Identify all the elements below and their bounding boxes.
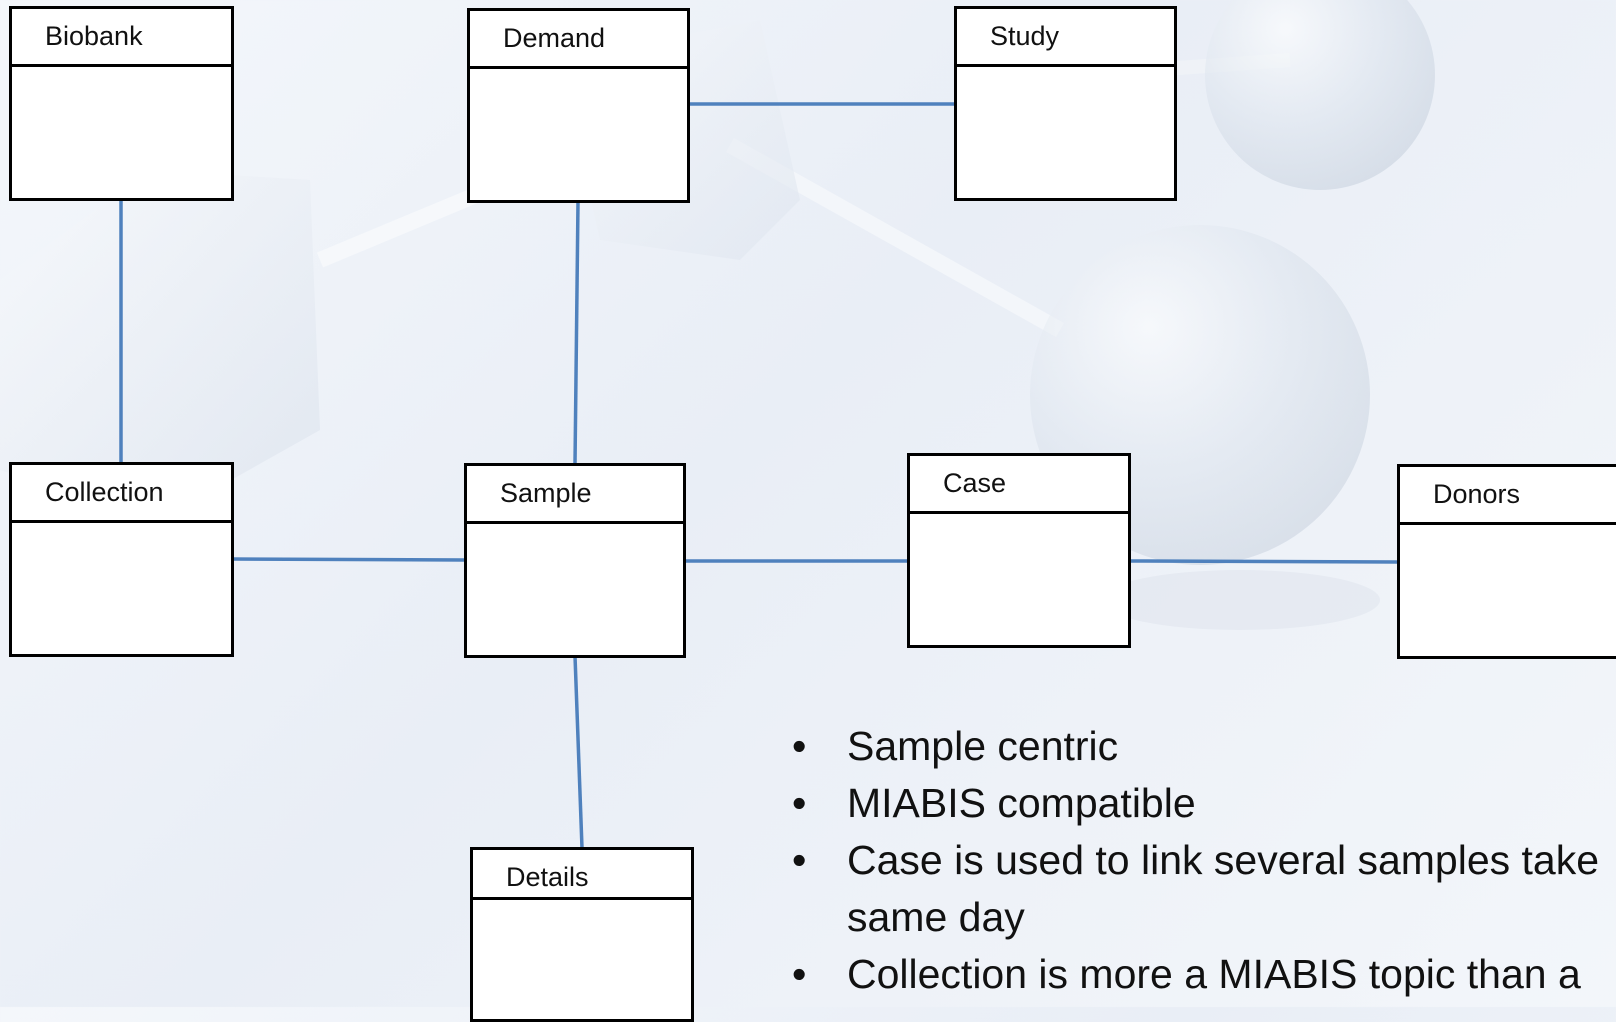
entity-donors-title: Donors xyxy=(1400,467,1616,525)
edge-collection-sample xyxy=(230,557,466,562)
entity-biobank-title: Biobank xyxy=(12,9,231,67)
edge-sample-details xyxy=(573,655,584,849)
entity-study[interactable]: Study xyxy=(954,6,1177,201)
bullet-icon: • xyxy=(792,723,807,769)
entity-biobank[interactable]: Biobank xyxy=(9,6,234,201)
edge-demand-sample xyxy=(573,201,580,465)
entity-sample[interactable]: Sample xyxy=(464,463,686,658)
entity-demand[interactable]: Demand xyxy=(467,8,690,203)
notes-list: •Sample centric •MIABIS compatible •Case… xyxy=(792,718,1616,1007)
entity-details-title: Details xyxy=(473,850,691,900)
note-item-continuation: same day xyxy=(847,894,1025,940)
note-item: •MIABIS compatible xyxy=(792,775,1616,832)
note-item: •Collection is more a MIABIS topic than … xyxy=(792,946,1616,1003)
note-item: •Case is used to link several samples ta… xyxy=(792,832,1616,889)
entity-case-title: Case xyxy=(910,456,1128,514)
entity-collection-title: Collection xyxy=(12,465,231,523)
edge-case-donors xyxy=(1129,559,1400,564)
entity-sample-title: Sample xyxy=(467,466,683,524)
note-item: •Sample centric xyxy=(792,718,1616,775)
entity-demand-title: Demand xyxy=(470,11,687,69)
bullet-icon: • xyxy=(792,837,807,883)
entity-details[interactable]: Details xyxy=(470,847,694,1022)
entity-donors[interactable]: Donors xyxy=(1397,464,1616,659)
entity-collection[interactable]: Collection xyxy=(9,462,234,657)
entity-case[interactable]: Case xyxy=(907,453,1131,648)
bullet-icon: • xyxy=(792,951,807,997)
entity-study-title: Study xyxy=(957,9,1174,67)
bullet-icon: • xyxy=(792,780,807,826)
